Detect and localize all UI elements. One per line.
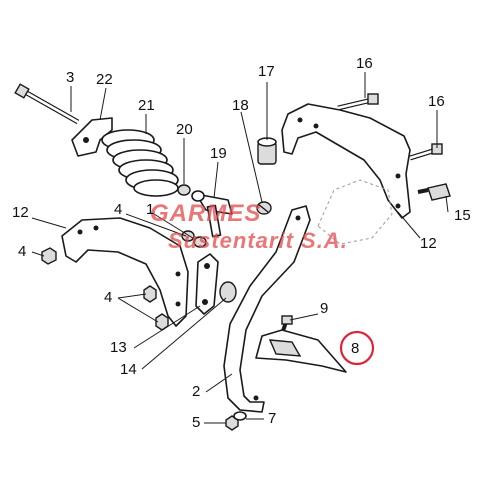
label-part-12-left: 12: [12, 204, 29, 221]
plate-part-12-right: [281, 103, 411, 219]
label-part-9: 9: [320, 300, 329, 317]
label-part-20: 20: [176, 121, 193, 138]
shaft-part-19: [191, 190, 233, 238]
label-part-15: 15: [454, 207, 471, 224]
label-part-21: 21: [138, 97, 155, 114]
nut-part-20: [177, 184, 191, 196]
label-part-4-left: 4: [18, 243, 27, 260]
bolt-part-3: [14, 83, 80, 125]
highlight-circle: [339, 330, 375, 366]
share-part-8: [255, 329, 347, 373]
link-part-13: [195, 253, 219, 315]
spacer-part-14: [219, 281, 237, 303]
pin-part-15: [417, 183, 451, 201]
washer-part-7: [233, 411, 247, 421]
label-part-19: 19: [210, 145, 227, 162]
spring-part-21: [101, 129, 179, 197]
label-part-8-highlighted: 8: [351, 340, 360, 357]
label-part-16-upper: 16: [356, 55, 373, 72]
leader-lines: [31, 72, 449, 424]
bushing-part-17: [257, 137, 277, 165]
watermark-line-1: GARMES: [150, 200, 262, 227]
label-part-12-right: 12: [420, 235, 437, 252]
shank-part-2: [223, 205, 311, 413]
watermark-line-2: Sustentarit S.A.: [168, 228, 348, 253]
label-part-2: 2: [192, 383, 201, 400]
label-part-17: 17: [258, 63, 275, 80]
label-part-7: 7: [268, 410, 277, 427]
bolt-part-16-upper: [337, 93, 379, 111]
pin-part-18: [256, 201, 272, 215]
label-part-4-mid: 4: [114, 201, 123, 218]
ghost-plate-outline: [317, 179, 393, 245]
label-part-14: 14: [120, 361, 137, 378]
label-part-13: 13: [110, 339, 127, 356]
label-part-5: 5: [192, 414, 201, 431]
nut-part-5: [225, 415, 239, 431]
plate-part-12-left: [61, 217, 189, 327]
label-part-3: 3: [66, 69, 75, 86]
label-part-18: 18: [232, 97, 249, 114]
label-part-22: 22: [96, 71, 113, 88]
nut-part-4-left: [41, 247, 57, 265]
label-part-1: 1: [146, 201, 155, 218]
label-part-4-lower: 4: [104, 289, 113, 306]
label-part-16-lower: 16: [428, 93, 445, 110]
